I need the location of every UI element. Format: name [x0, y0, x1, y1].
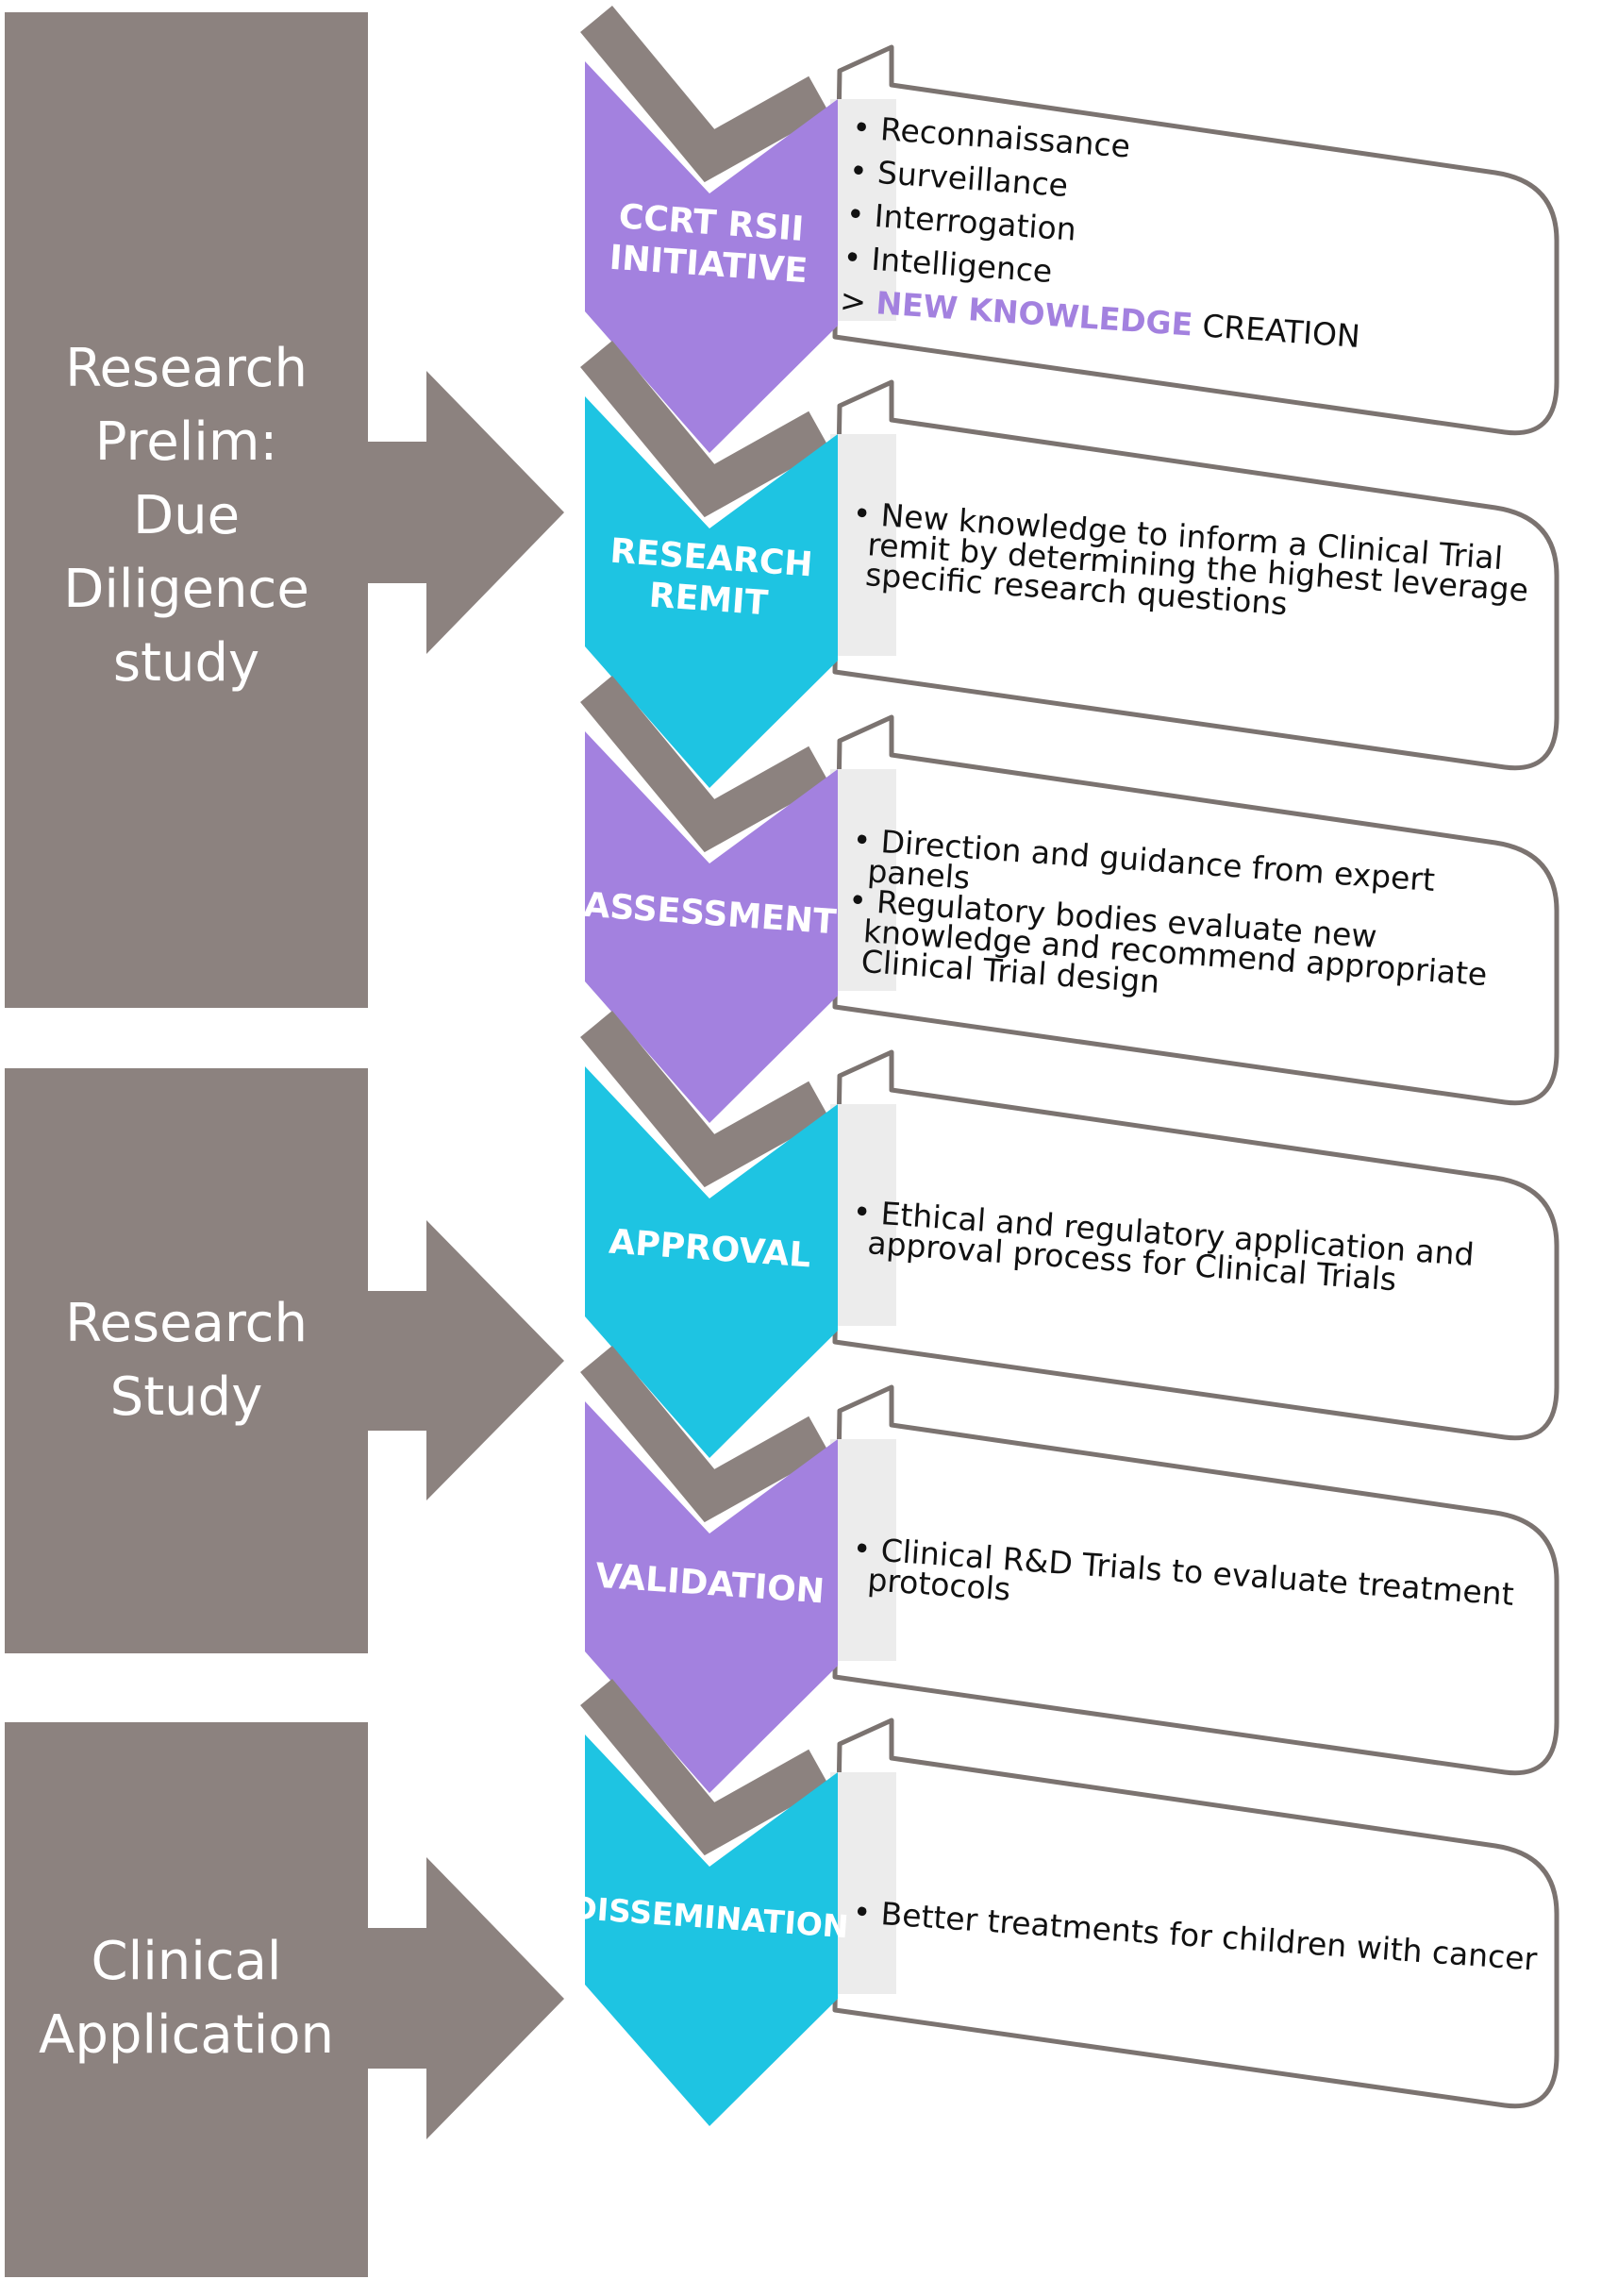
- box-shadow-strip: [830, 99, 896, 321]
- callout-box: [832, 1049, 1560, 1441]
- phase-block-clinical-application: [5, 1722, 564, 2277]
- step-validation: VALIDATION: [580, 1345, 1560, 1793]
- callout-box: [832, 1384, 1560, 1776]
- check-mark: [580, 675, 829, 853]
- callout-box: [832, 1718, 1560, 2109]
- check-mark: [580, 1678, 829, 1856]
- step-label: REMIT: [648, 577, 770, 624]
- chevron: [585, 731, 838, 1123]
- box-shadow-strip: [830, 769, 896, 991]
- chevron: [585, 1401, 838, 1793]
- chevron: [585, 396, 838, 788]
- chevron: [585, 1066, 838, 1458]
- callout-box: [832, 714, 1560, 1106]
- chevron: [585, 1735, 838, 2126]
- box-shadow-strip: [830, 1104, 896, 1326]
- step-approval: APPROVAL: [580, 1010, 1560, 1458]
- step-assessment: ASSESSMENT: [580, 675, 1560, 1123]
- phase-block-due-diligence: [5, 12, 564, 1008]
- chevron: [585, 61, 838, 453]
- check-mark: [580, 1010, 829, 1188]
- step-dissemination: DISSEMINATION: [570, 1678, 1560, 2126]
- phase-block-research-study: [5, 1068, 564, 1653]
- check-mark: [580, 1345, 829, 1523]
- callout-box: [832, 379, 1560, 771]
- box-shadow-strip: [830, 1772, 896, 1994]
- check-mark: [580, 340, 829, 518]
- callout-box: [832, 44, 1560, 436]
- box-shadow-strip: [830, 1439, 896, 1661]
- box-shadow-strip: [830, 434, 896, 656]
- check-mark: [580, 5, 829, 183]
